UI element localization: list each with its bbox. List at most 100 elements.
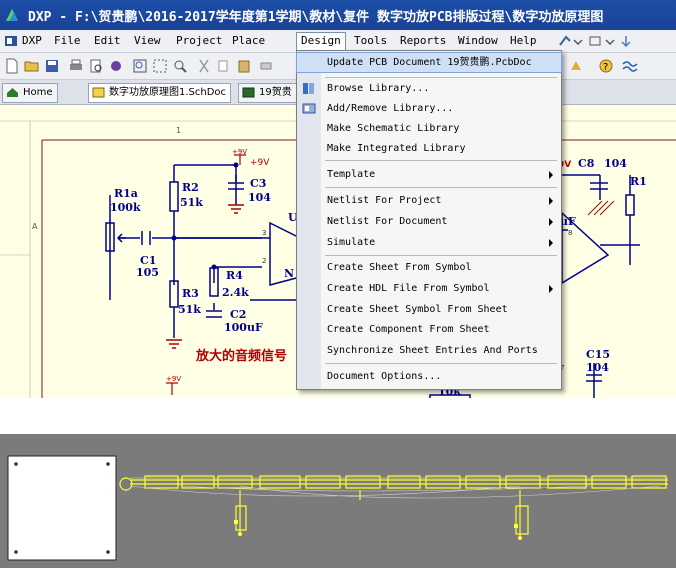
pin-2-label: 2 bbox=[262, 257, 266, 265]
menu-separator bbox=[325, 363, 557, 364]
label-r3-value: 51k bbox=[178, 303, 201, 316]
c2-capacitor[interactable] bbox=[206, 310, 222, 318]
copy-icon[interactable] bbox=[216, 58, 232, 74]
ruler-mark: 1 bbox=[176, 126, 181, 135]
r1a-resistor[interactable] bbox=[105, 222, 115, 252]
window-title: DXP - F:\贺贵鹏\2016-2017学年度第1学期\教材\复件 数字功放… bbox=[28, 10, 604, 25]
pin-8-label: 8 bbox=[568, 229, 572, 237]
toolbar-more-icon[interactable] bbox=[258, 58, 274, 74]
label-u1: U bbox=[288, 211, 298, 224]
label-n: N bbox=[284, 267, 294, 280]
wave-icon[interactable] bbox=[622, 58, 638, 74]
open-folder-icon[interactable] bbox=[24, 58, 40, 74]
menu-item-make-schematic-library[interactable]: Make Schematic Library bbox=[327, 123, 460, 134]
pin-3-label: 3 bbox=[262, 229, 266, 237]
menu-tools[interactable]: Tools bbox=[354, 34, 388, 47]
menu-item-netlist-document[interactable]: Netlist For Document bbox=[297, 212, 561, 231]
zoom-area-icon[interactable] bbox=[152, 58, 168, 74]
label-r4-value: 2.4k bbox=[222, 286, 249, 299]
menu-item-create-component[interactable]: Create Component From Sheet bbox=[327, 324, 490, 335]
menu-view[interactable]: View bbox=[134, 34, 161, 47]
label-c2: C2 bbox=[230, 308, 246, 321]
label-c3: C3 bbox=[250, 177, 266, 190]
print-icon[interactable] bbox=[68, 58, 84, 74]
menu-separator bbox=[325, 160, 557, 161]
menu-file[interactable]: File bbox=[54, 34, 81, 47]
menu-item-create-sheet-symbol[interactable]: Create Sheet Symbol From Sheet bbox=[327, 304, 508, 315]
save-icon[interactable] bbox=[44, 58, 60, 74]
r3-resistor[interactable] bbox=[169, 280, 179, 308]
r4-resistor[interactable] bbox=[209, 267, 219, 297]
label-c2-value: 100uF bbox=[224, 321, 263, 334]
print-preview-icon[interactable] bbox=[88, 58, 104, 74]
label-c15: C15 bbox=[586, 348, 610, 361]
c15-capacitor[interactable] bbox=[586, 374, 602, 382]
label-uf: uF bbox=[560, 215, 576, 228]
label-r1a: R1a bbox=[114, 187, 138, 200]
tab-home[interactable]: Home bbox=[2, 83, 58, 103]
menu-item-document-options[interactable]: Document Options... bbox=[327, 371, 442, 382]
menu-place[interactable]: Place bbox=[232, 34, 266, 47]
r2-resistor[interactable] bbox=[169, 181, 179, 212]
c8-capacitor[interactable] bbox=[590, 182, 608, 190]
row-mark: A bbox=[32, 222, 38, 231]
menu-project[interactable]: Project bbox=[176, 34, 223, 47]
menu-design[interactable]: Design bbox=[296, 32, 346, 52]
tab-pcb[interactable]: 19贺贵 bbox=[238, 83, 297, 103]
opamp-right[interactable] bbox=[561, 211, 610, 285]
pcb-components[interactable] bbox=[119, 475, 668, 538]
app-window: DXP - F:\贺贵鹏\2016-2017学年度第1学期\教材\复件 数字功放… bbox=[0, 0, 676, 398]
pcb-board-outline[interactable] bbox=[7, 455, 117, 561]
menu-edit[interactable]: Edit bbox=[94, 34, 121, 47]
label-9v: 9V bbox=[558, 160, 571, 170]
quick-toolbar-icons[interactable] bbox=[556, 33, 674, 49]
menu-item-add-remove-library[interactable]: Add/Remove Library... bbox=[297, 99, 561, 118]
menu-item-synchronize-sheet-entries[interactable]: Synchronize Sheet Entries And Ports bbox=[327, 345, 538, 356]
pcb-view[interactable] bbox=[0, 434, 676, 568]
signal-annotation: 放大的音频信号 bbox=[195, 348, 287, 364]
title-bar: DXP - F:\贺贵鹏\2016-2017学年度第1学期\教材\复件 数字功放… bbox=[0, 0, 676, 30]
zoom-selected-icon[interactable] bbox=[172, 58, 188, 74]
pcb-doc-icon bbox=[242, 87, 255, 98]
submenu-arrow-icon bbox=[549, 239, 553, 247]
menu-item-browse-library[interactable]: Browse Library... bbox=[297, 79, 561, 98]
menu-item-make-integrated-library[interactable]: Make Integrated Library bbox=[327, 143, 466, 154]
menu-reports[interactable]: Reports bbox=[400, 34, 447, 47]
c1-capacitor[interactable] bbox=[141, 231, 151, 245]
submenu-arrow-icon bbox=[549, 171, 553, 179]
label-c1: C1 bbox=[140, 254, 156, 267]
help-icon[interactable]: ? bbox=[598, 58, 614, 74]
menu-item-create-hdl-file[interactable]: Create HDL File From Symbol bbox=[297, 279, 561, 298]
label-c15-value: 104 bbox=[586, 361, 609, 374]
library-icon bbox=[303, 83, 314, 94]
home-icon bbox=[7, 88, 18, 97]
menu-separator bbox=[325, 255, 557, 256]
dxp-menu-icon[interactable] bbox=[4, 34, 18, 48]
schematic-drawing: 1 A bbox=[0, 120, 676, 398]
menu-help[interactable]: Help bbox=[510, 34, 537, 47]
menu-item-create-sheet-from-symbol[interactable]: Create Sheet From Symbol bbox=[327, 262, 472, 273]
submenu-arrow-icon bbox=[549, 285, 553, 293]
label-plus9v-c: +9V bbox=[166, 375, 181, 383]
tab-schematic[interactable]: 数字功放原理图1.SchDoc bbox=[88, 83, 232, 103]
label-r2-value: 51k bbox=[180, 196, 203, 209]
dxp-logo-icon bbox=[6, 9, 18, 21]
new-document-icon[interactable] bbox=[4, 58, 20, 74]
submenu-arrow-icon bbox=[549, 218, 553, 226]
menu-dxp[interactable]: DXP bbox=[22, 34, 42, 47]
cut-icon[interactable] bbox=[196, 58, 212, 74]
menu-window[interactable]: Window bbox=[458, 34, 498, 47]
menu-item-template[interactable]: Template bbox=[297, 165, 561, 184]
svg-text:?: ? bbox=[603, 62, 608, 73]
label-r1-partial: R1 bbox=[630, 175, 647, 188]
paste-icon[interactable] bbox=[236, 58, 252, 74]
component-icon[interactable] bbox=[108, 58, 124, 74]
menu-item-update-pcb[interactable]: Update PCB Document 19贺贵鹏.PcbDoc bbox=[296, 52, 562, 73]
menu-bar: DXP File Edit View Project Place Design … bbox=[0, 30, 676, 53]
zoom-fit-icon[interactable] bbox=[132, 58, 148, 74]
right-resistor[interactable] bbox=[625, 194, 635, 216]
c3-capacitor[interactable] bbox=[228, 182, 244, 190]
menu-item-netlist-project[interactable]: Netlist For Project bbox=[297, 191, 561, 210]
highlight-icon[interactable] bbox=[568, 58, 584, 74]
menu-item-simulate[interactable]: Simulate bbox=[297, 233, 561, 252]
